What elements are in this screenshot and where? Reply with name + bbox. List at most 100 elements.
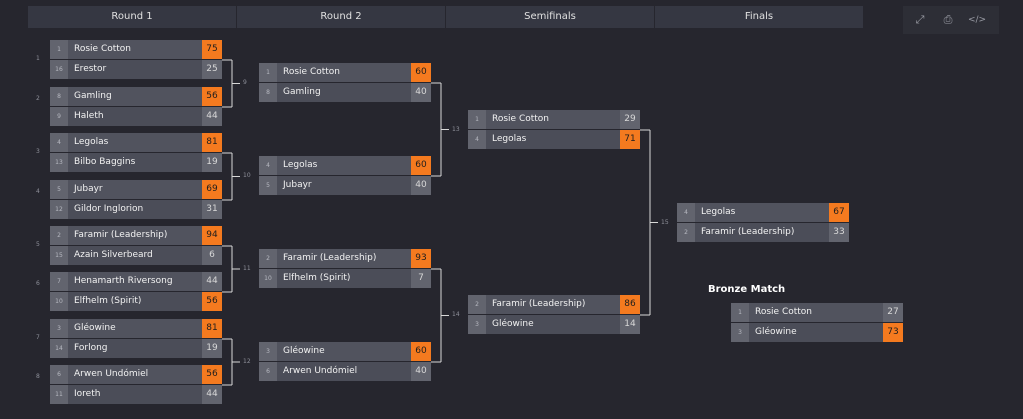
round-2-header: Round 2 xyxy=(237,6,445,28)
seed-number: 6 xyxy=(259,362,277,381)
seed-number: 7 xyxy=(50,272,68,291)
player-score: 69 xyxy=(202,180,222,199)
player-name: Rosie Cotton xyxy=(755,307,813,317)
seed-number: 8 xyxy=(50,87,68,106)
seed-number: 14 xyxy=(50,339,68,358)
player-name: Arwen Undómiel xyxy=(283,366,358,376)
player-score: 60 xyxy=(411,63,431,82)
seed-number: 11 xyxy=(50,385,68,404)
match-number: 15 xyxy=(661,219,669,226)
player-name: Elfhelm (Spirit) xyxy=(283,273,351,283)
print-icon[interactable]: ⎙ xyxy=(943,13,953,26)
player-name: Gamling xyxy=(74,91,112,101)
player-score: 94 xyxy=(202,226,222,245)
player-score: 40 xyxy=(411,176,431,195)
player-name: Rosie Cotton xyxy=(492,114,550,124)
match-number: 8 xyxy=(36,373,40,380)
player-score: 40 xyxy=(411,83,431,102)
player-name: Forlong xyxy=(74,343,108,353)
player-name: Jubayr xyxy=(283,180,312,190)
player-score: 19 xyxy=(202,339,222,358)
seed-number: 16 xyxy=(50,60,68,79)
player-score: 75 xyxy=(202,40,222,59)
player-score: 44 xyxy=(202,272,222,291)
fullscreen-icon[interactable]: ⤢ xyxy=(915,13,925,26)
player-name: Faramir (Leadership) xyxy=(74,230,168,240)
player-name: Erestor xyxy=(74,64,107,74)
player-slot[interactable]: 7 Henamarth Riversong 44 xyxy=(50,272,222,291)
toolbar: ⤢ ⎙ </> xyxy=(903,6,999,34)
player-score: 33 xyxy=(829,223,849,242)
seed-number: 15 xyxy=(50,246,68,265)
seed-number: 2 xyxy=(259,249,277,268)
match-number: 13 xyxy=(452,126,460,133)
player-score: 81 xyxy=(202,133,222,152)
player-score: 56 xyxy=(202,365,222,384)
player-slot[interactable]: 2 Faramir (Leadership) 94 xyxy=(50,226,222,245)
player-slot[interactable]: 2 Faramir (Leadership) 93 xyxy=(259,249,431,268)
seed-number: 1 xyxy=(50,40,68,59)
player-score: 56 xyxy=(202,292,222,311)
player-score: 71 xyxy=(620,130,640,149)
player-slot[interactable]: 8 Gamling 56 xyxy=(50,87,222,106)
seed-number: 2 xyxy=(50,226,68,245)
seed-number: 6 xyxy=(50,365,68,384)
match-number: 7 xyxy=(36,334,40,341)
player-score: 56 xyxy=(202,87,222,106)
player-slot[interactable]: 1 Rosie Cotton 75 xyxy=(50,40,222,59)
player-score: 7 xyxy=(411,269,431,288)
player-score: 31 xyxy=(202,200,222,219)
rounds-header: Round 1 Round 2 Semifinals Finals xyxy=(28,6,864,28)
match-number: 10 xyxy=(243,172,251,179)
player-name: Henamarth Riversong xyxy=(74,276,173,286)
player-name: Legolas xyxy=(283,160,318,170)
player-name: Rosie Cotton xyxy=(74,44,132,54)
seed-number: 3 xyxy=(259,342,277,361)
bronze-match-title: Bronze Match xyxy=(708,284,786,295)
player-name: Gléowine xyxy=(492,319,534,329)
player-name: Azain Silverbeard xyxy=(74,250,153,260)
embed-icon[interactable]: </> xyxy=(967,15,987,25)
player-slot[interactable]: 14 Forlong 19 xyxy=(50,339,222,358)
match-number: 5 xyxy=(36,241,40,248)
player-name: Faramir (Leadership) xyxy=(283,253,377,263)
player-score: 67 xyxy=(829,203,849,222)
seed-number: 3 xyxy=(731,323,749,342)
seed-number: 2 xyxy=(677,223,695,242)
seed-number: 4 xyxy=(50,133,68,152)
player-name: Haleth xyxy=(74,111,104,121)
player-score: 27 xyxy=(883,303,903,322)
player-name: Legolas xyxy=(492,134,527,144)
player-score: 93 xyxy=(411,249,431,268)
seed-number: 1 xyxy=(468,110,486,129)
match-number: 1 xyxy=(36,55,40,62)
seed-number: 4 xyxy=(259,156,277,175)
player-score: 73 xyxy=(883,323,903,342)
